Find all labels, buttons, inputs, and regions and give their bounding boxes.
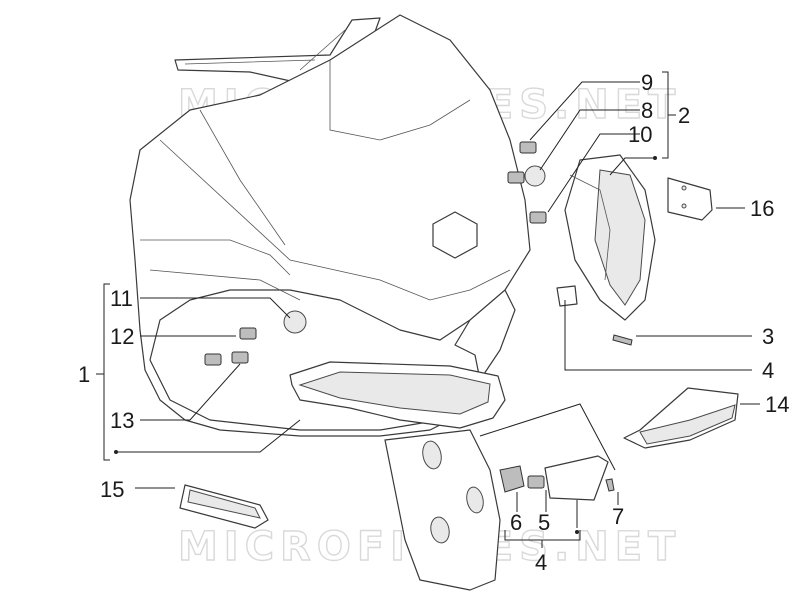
callout-14: 14 bbox=[765, 392, 789, 417]
callout-7: 7 bbox=[612, 504, 624, 529]
rear-body-fairing bbox=[129, 14, 531, 437]
tail-light-assembly bbox=[564, 154, 656, 321]
callout-15: 15 bbox=[100, 477, 124, 502]
leader-lines bbox=[96, 71, 760, 548]
turn-signal-lens bbox=[289, 361, 506, 429]
part-11-bulb bbox=[283, 310, 307, 334]
callout-6: 6 bbox=[510, 510, 522, 535]
rear-mudguard bbox=[384, 429, 501, 591]
part-8-bulb bbox=[524, 165, 546, 187]
callout-12: 12 bbox=[110, 324, 134, 349]
callout-13: 13 bbox=[110, 408, 134, 433]
callout-4-right: 4 bbox=[762, 358, 774, 383]
lamp-holders bbox=[204, 141, 547, 366]
callout-4-bottom: 4 bbox=[535, 550, 547, 575]
bracket-dot-2 bbox=[653, 156, 657, 160]
part-16-tail-lens bbox=[667, 177, 713, 221]
bracket-dot-4 bbox=[575, 530, 579, 534]
callout-2: 2 bbox=[678, 103, 690, 128]
small-hardware bbox=[499, 285, 633, 501]
callout-16: 16 bbox=[750, 196, 774, 221]
callout-9: 9 bbox=[641, 70, 653, 95]
part-14-reflector bbox=[623, 387, 739, 449]
callout-1: 1 bbox=[78, 362, 90, 387]
callout-8: 8 bbox=[641, 98, 653, 123]
callout-5: 5 bbox=[538, 510, 550, 535]
part-15-reflector bbox=[179, 484, 269, 529]
callout-11: 11 bbox=[110, 286, 133, 311]
callout-10: 10 bbox=[628, 122, 652, 147]
hexagon-emblem bbox=[432, 211, 478, 259]
bracket-dot-1 bbox=[114, 450, 118, 454]
callout-3: 3 bbox=[762, 324, 774, 349]
